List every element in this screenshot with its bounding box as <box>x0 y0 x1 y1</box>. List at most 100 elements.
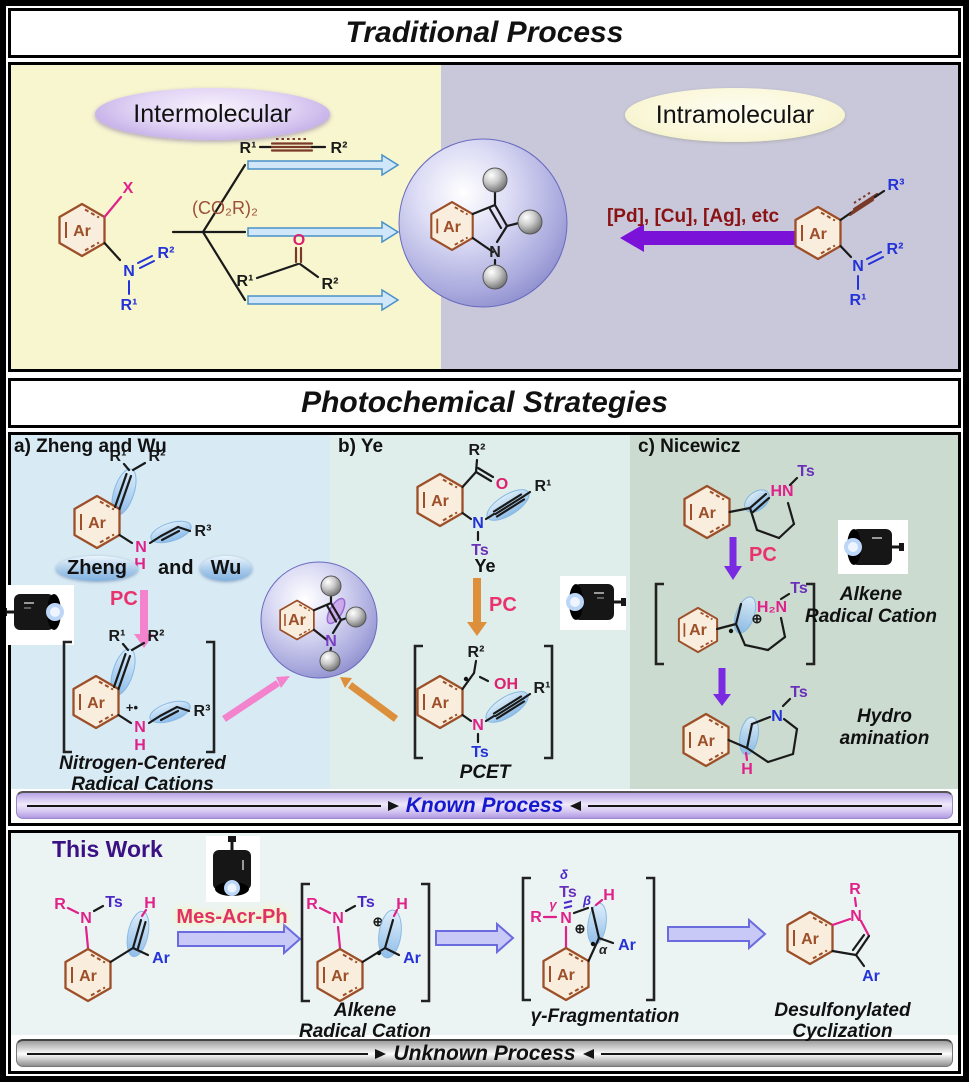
catalysts-label: [Pd], [Cu], [Ag], etc <box>606 206 780 227</box>
trad-arrow-ketone <box>247 288 400 312</box>
svg-text:R¹: R¹ <box>240 140 257 157</box>
trad-branch-lines <box>171 163 247 302</box>
svg-text:R¹: R¹ <box>121 297 138 314</box>
svg-text:N: N <box>472 717 484 734</box>
panel-b-title: b) Ye <box>338 436 384 457</box>
svg-text:N: N <box>332 910 344 927</box>
panel-a-radical-cation-structure: Ar R¹ R² +• N H R³ <box>72 628 210 754</box>
panel-a-pc-arrow <box>134 590 154 648</box>
panel-c-second-arrow <box>713 668 731 706</box>
panel-c-lamp-icon <box>838 520 908 574</box>
svg-text:R¹: R¹ <box>110 448 127 465</box>
svg-text:N: N <box>489 244 501 261</box>
known-process-bar: Known Process <box>16 791 953 819</box>
svg-text:R: R <box>530 909 542 926</box>
svg-text:Ar: Ar <box>331 968 349 985</box>
svg-text:Ar: Ar <box>431 695 449 712</box>
work-alkene-radical-cation: R N Ts ⊕ Ar H Ar <box>306 894 421 1003</box>
diester-reagent-label: (CO₂R)₂ <box>192 198 258 218</box>
panel-c-caption1-line2: Radical Cation <box>805 606 937 627</box>
svg-text:R¹: R¹ <box>850 292 867 309</box>
svg-text:H: H <box>396 896 408 913</box>
svg-text:Ts: Ts <box>797 463 815 480</box>
intermolecular-oval: Intermolecular <box>95 88 330 140</box>
work-caption1-line1: Alkene <box>333 1000 397 1021</box>
svg-text:Ar: Ar <box>697 733 715 750</box>
panel-c-bracket <box>654 582 816 666</box>
known-bar-right-arrowhead-icon <box>387 800 399 811</box>
trad-alkynyl-aniline-structure: Ar R³ N R² R¹ <box>794 177 904 309</box>
work-arrow-2 <box>435 921 515 955</box>
unknown-bar-left-arrowhead-icon <box>582 1048 594 1059</box>
svg-text:γ: γ <box>549 897 557 912</box>
svg-text:N: N <box>560 910 572 927</box>
svg-text:β: β <box>582 893 591 908</box>
svg-text:Ar: Ar <box>698 505 716 522</box>
trad-haloaniline-structure: Ar X N R² R¹ <box>58 180 174 314</box>
svg-text:N: N <box>472 515 484 532</box>
panel-a-substrate: Ar R¹ R² N H R³ <box>73 448 211 573</box>
svg-text:Ar: Ar <box>801 931 819 948</box>
svg-text:R²: R² <box>148 628 165 645</box>
trad-product-sphere: Ar N <box>398 138 568 308</box>
unknown-bar-right-line <box>600 1052 942 1055</box>
intermolecular-label: Intermolecular <box>133 99 292 128</box>
work-bracket-2 <box>521 876 656 1002</box>
panel-c-caption1-line1: Alkene <box>839 584 903 605</box>
work-arrow-1 <box>177 922 302 956</box>
panel-b-to-sphere-arrow <box>340 677 399 722</box>
panel-b-pc-label: PC <box>489 594 517 616</box>
work-gamma-fragmentation-structure: δ Ts γ R N ⊕ β H α Ar Ar <box>530 867 636 1002</box>
svg-text:Ts: Ts <box>471 744 489 761</box>
svg-text:Ar: Ar <box>862 968 880 985</box>
svg-text:R²: R² <box>149 448 166 465</box>
panel-a-pc-label: PC <box>110 588 138 610</box>
unknown-process-bar: Unknown Process <box>16 1039 953 1067</box>
svg-text:H: H <box>603 887 615 904</box>
known-bar-left-line <box>27 804 381 807</box>
work-caption3-line1: Desulfonylated <box>774 1000 911 1021</box>
trad-alkyne-reagent: R¹ R² <box>240 138 347 157</box>
svg-text:H: H <box>741 761 753 778</box>
svg-text:N: N <box>325 633 337 650</box>
panel-b-author-label: Ye <box>474 556 496 576</box>
svg-text:Ar: Ar <box>88 515 106 532</box>
svg-text:Ar: Ar <box>557 967 575 984</box>
svg-text:R²: R² <box>469 442 486 459</box>
intramolecular-oval: Intramolecular <box>625 88 845 142</box>
svg-text:X: X <box>123 180 134 197</box>
panel-c-radical-cation-structure: Ar ⊕ H₂N Ts <box>677 580 808 654</box>
panel-a-to-sphere-arrow <box>222 676 290 722</box>
photo-product-sphere: Ar N <box>260 561 378 679</box>
trad-arrow-alkyne <box>247 153 400 177</box>
svg-text:⊕: ⊕ <box>575 921 586 936</box>
svg-text:Ar: Ar <box>288 612 306 629</box>
svg-text:R: R <box>54 896 66 913</box>
svg-text:O: O <box>293 232 305 249</box>
svg-text:Ts: Ts <box>105 894 123 911</box>
svg-text:Ar: Ar <box>79 968 97 985</box>
svg-text:R²: R² <box>322 276 339 293</box>
panel-a-bracket <box>62 640 216 754</box>
svg-text:Ts: Ts <box>790 684 808 701</box>
work-bracket-1 <box>300 882 431 1003</box>
traditional-title: Traditional Process <box>345 16 624 49</box>
unknown-bar-left-line <box>27 1052 369 1055</box>
author-wu: Wu <box>210 557 242 579</box>
traditional-title-bar: Traditional Process <box>8 8 961 58</box>
svg-text:O: O <box>496 476 508 493</box>
svg-text:Ts: Ts <box>790 580 808 597</box>
panel-c-pc-arrow <box>724 537 742 580</box>
known-bar-left-arrowhead-icon <box>570 800 582 811</box>
trad-catalyst-arrow <box>620 224 795 252</box>
svg-text:Ts: Ts <box>559 884 577 901</box>
svg-text:R²: R² <box>887 241 904 258</box>
panel-a-caption-line1: Nitrogen-Centered <box>59 753 226 774</box>
svg-text:Ts: Ts <box>471 542 489 559</box>
known-process-label: Known Process <box>405 793 564 817</box>
trad-arrow-diester <box>247 220 400 244</box>
panel-a-lamp-icon <box>2 585 74 645</box>
svg-text:H₂N: H₂N <box>757 599 787 616</box>
